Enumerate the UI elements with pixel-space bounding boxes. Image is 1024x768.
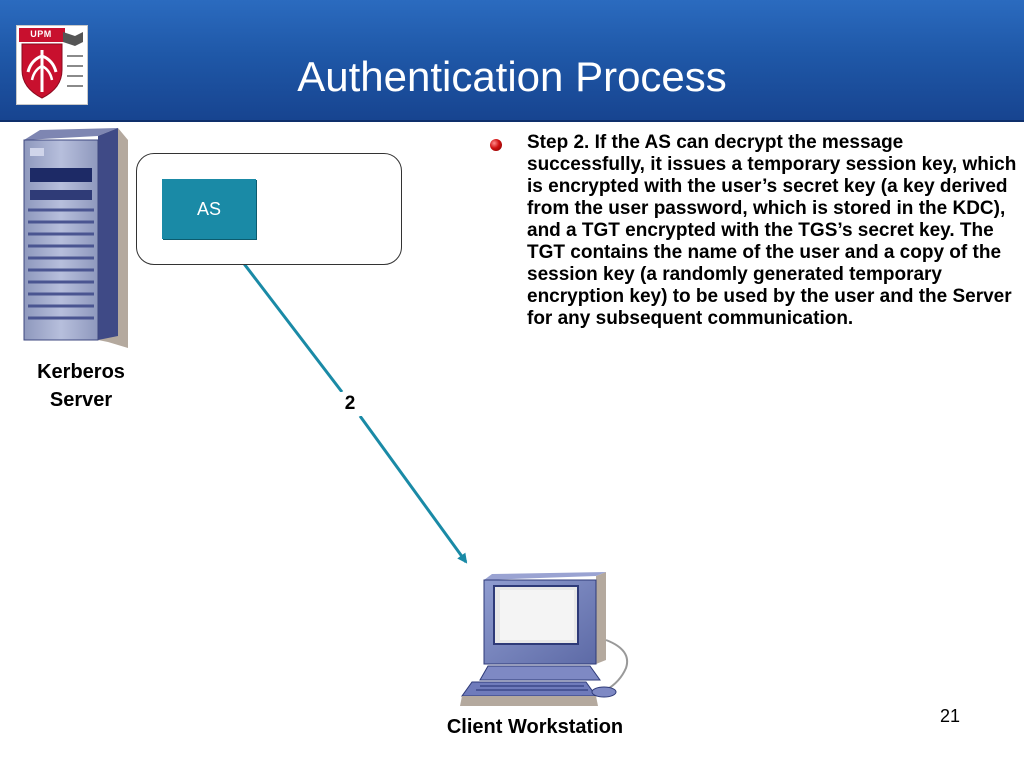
authentication-server-box: AS xyxy=(162,179,256,239)
server-label-line1: Kerberos xyxy=(37,361,125,383)
server-label-line2: Server xyxy=(49,389,113,411)
desktop-computer-icon xyxy=(460,572,628,706)
bullet-dot-icon xyxy=(490,139,502,151)
bullet-text: Step 2. If the AS can decrypt the messag… xyxy=(527,132,1017,329)
university-logo: UPM xyxy=(16,25,88,105)
server-tower-icon xyxy=(23,128,128,348)
server-label: Kerberos Server xyxy=(26,358,136,414)
arrow-segment-bottom xyxy=(358,415,468,564)
step-number-label: 2 xyxy=(338,392,362,416)
header-bar: UPM Authentication Process xyxy=(0,0,1024,122)
page-number: 21 xyxy=(939,706,961,726)
page-title: Authentication Process xyxy=(297,53,727,100)
client-workstation-label: Client Workstation xyxy=(446,716,624,738)
kdc-container xyxy=(136,153,402,265)
arrow-segment-top xyxy=(230,247,344,393)
logo-text: UPM xyxy=(30,29,52,39)
logo-emblem-icon xyxy=(19,28,85,100)
